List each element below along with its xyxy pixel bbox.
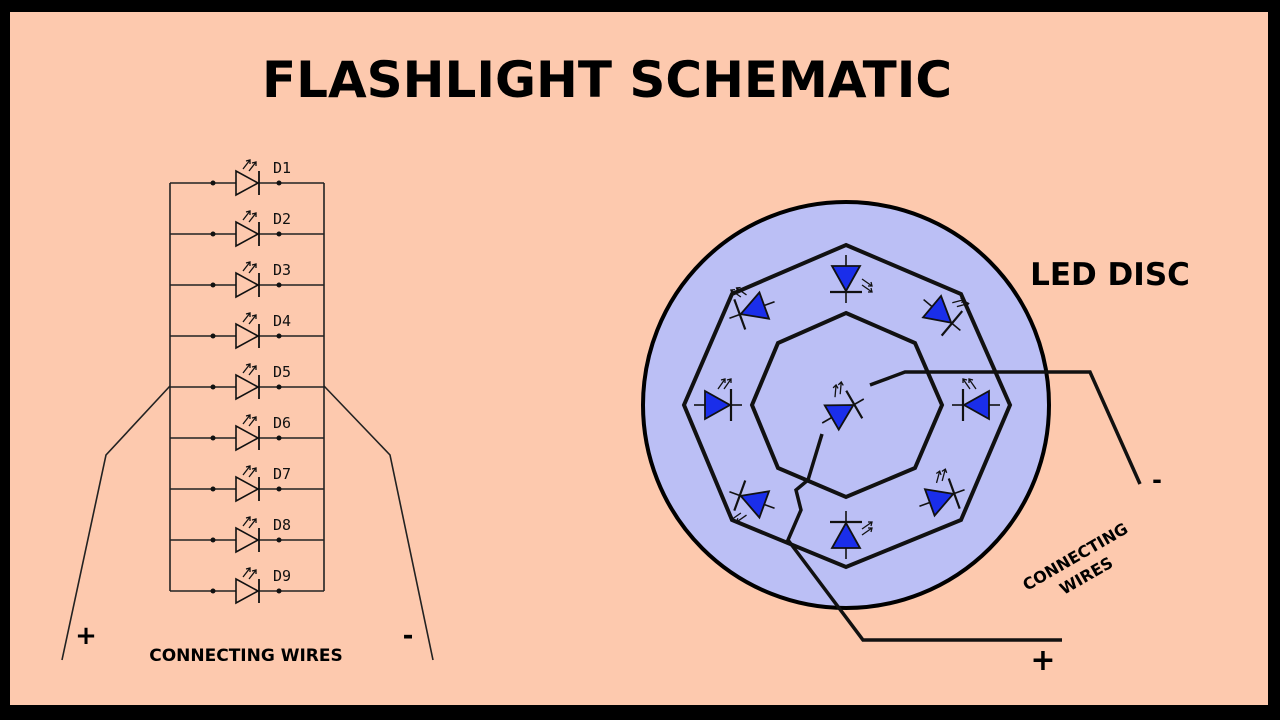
led-symbol xyxy=(235,312,260,350)
negative-terminal-label: - xyxy=(403,621,414,651)
diode-label: D5 xyxy=(273,363,291,381)
led-symbol xyxy=(235,363,260,401)
led-symbol xyxy=(235,261,260,299)
diode-row: D6 xyxy=(170,414,324,452)
inner-octagon-trace xyxy=(749,310,945,500)
led-symbol xyxy=(235,465,260,503)
connecting-wires-label: CONNECTING WIRES xyxy=(149,646,343,666)
diode-row: D1 xyxy=(170,159,324,197)
diagram-canvas xyxy=(10,12,1268,705)
disc-led xyxy=(952,378,1000,421)
positive-lead xyxy=(785,433,1062,642)
diode-label: D7 xyxy=(273,465,291,483)
led-symbol xyxy=(235,414,260,452)
diode-label: D6 xyxy=(273,414,291,432)
diode-label: D3 xyxy=(273,261,291,279)
positive-terminal-label: + xyxy=(75,621,97,651)
diode-row: D5 xyxy=(170,363,324,401)
diode-label: D9 xyxy=(273,567,291,585)
disc-led xyxy=(729,480,775,524)
diode-row: D9 xyxy=(170,567,324,605)
negative-lead xyxy=(869,370,1142,485)
disc-led xyxy=(830,255,873,303)
diode-row: D2 xyxy=(170,210,324,248)
outer-octagon-trace xyxy=(681,242,1013,570)
disc-led xyxy=(830,511,873,559)
led-disc-label: LED DISC xyxy=(1030,257,1190,293)
disc-led xyxy=(821,380,865,432)
diode-row: D4 xyxy=(170,312,324,350)
diode-row: D3 xyxy=(170,261,324,299)
negative-wire xyxy=(323,385,434,661)
disc-led xyxy=(921,294,970,337)
disc-positive-label: + xyxy=(1030,643,1055,678)
disc-negative-label: - xyxy=(1152,466,1162,494)
diode-label: D1 xyxy=(273,159,291,177)
led-symbol xyxy=(235,567,260,605)
diode-label: D4 xyxy=(273,312,291,330)
diode-label: D8 xyxy=(273,516,291,534)
disc-led xyxy=(919,468,965,518)
disc-led xyxy=(729,286,775,330)
diode-row: D7 xyxy=(170,465,324,503)
diode-row: D8 xyxy=(170,516,324,554)
led-symbol xyxy=(235,516,260,554)
led-disc: LED DISC - + CONNECTING WIRES xyxy=(641,200,1190,678)
led-symbol xyxy=(235,210,260,248)
disc-led xyxy=(694,378,742,421)
diode-label: D2 xyxy=(273,210,291,228)
positive-wire xyxy=(61,385,171,661)
led-symbol xyxy=(235,159,260,197)
page-title: FLASHLIGHT SCHEMATIC xyxy=(262,51,952,109)
